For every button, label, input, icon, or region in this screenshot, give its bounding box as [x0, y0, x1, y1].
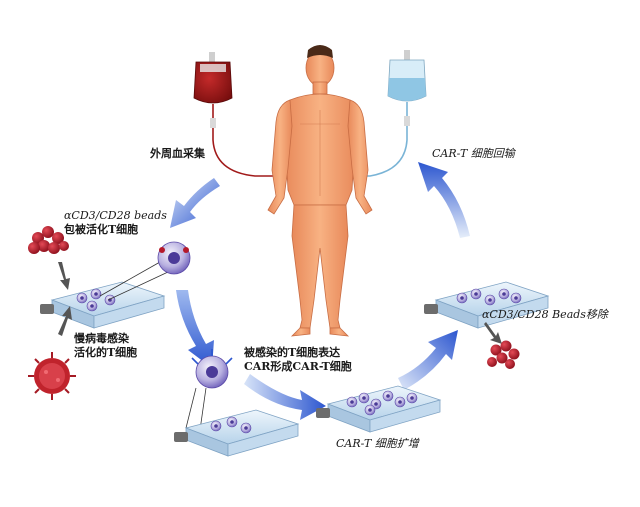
culture-flask-icon	[315, 385, 441, 433]
label-expansion: CAR-T 细胞扩增	[336, 437, 419, 450]
flow-arrow-5	[418, 162, 470, 238]
infusion-bag-icon	[350, 50, 427, 177]
culture-flask-icon	[39, 281, 165, 329]
car-t-cell-icon	[185, 349, 233, 431]
virus-arrow	[58, 306, 72, 336]
label-collection: 外周血采集	[150, 147, 205, 160]
label-infected-line2: CAR形成CAR-T细胞	[244, 360, 352, 373]
human-body-figure	[267, 45, 373, 337]
t-cell-icon	[99, 241, 191, 301]
flow-arrow-3	[244, 374, 326, 420]
blood-bag-icon	[193, 52, 290, 177]
virus-icon	[28, 352, 76, 400]
culture-flask-icon	[173, 409, 299, 457]
bead-cluster-icon	[28, 226, 69, 254]
flow-arrow-1	[170, 178, 220, 228]
label-beads-line2: 包被活化T细胞	[64, 223, 139, 236]
label-removal: αCD3/CD28 Beads移除	[482, 308, 608, 321]
flow-arrow-2	[176, 290, 214, 368]
label-virus-line2: 活化的T细胞	[74, 346, 138, 359]
label-infusion: CAR-T 细胞回输	[432, 147, 515, 160]
flow-arrow-4	[398, 330, 458, 390]
bead-arrow	[58, 262, 70, 290]
bead-cluster-icon	[487, 340, 520, 369]
label-virus-line1: 慢病毒感染	[74, 332, 129, 345]
label-infected-line1: 被感染的T细胞表达	[244, 346, 341, 359]
removal-arrow	[484, 322, 502, 344]
label-beads-line1: αCD3/CD28 beads	[64, 209, 167, 222]
